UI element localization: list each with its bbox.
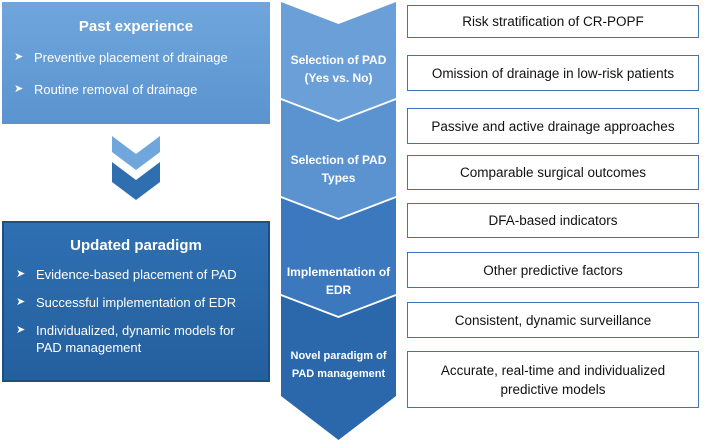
- updated-item-label: Successful implementation of EDR: [36, 295, 237, 310]
- updated-item: ➤ Evidence-based placement of PAD: [14, 266, 258, 283]
- outcome-box: Omission of drainage in low-risk patient…: [407, 55, 699, 91]
- updated-item: ➤ Individualized, dynamic models for PAD…: [14, 322, 258, 356]
- arrow-bullet-icon: ➤: [14, 83, 24, 95]
- arrow-bullet-icon: ➤: [16, 296, 26, 308]
- step-selection-of-pad-types: Selection of PAD Types: [281, 100, 396, 218]
- past-item-label: Preventive placement of drainage: [34, 50, 228, 65]
- updated-item-label: Individualized, dynamic models for PAD m…: [36, 323, 235, 355]
- step-novel-paradigm: Novel paradigm of PAD management: [281, 296, 396, 440]
- updated-paradigm-panel: Updated paradigm ➤ Evidence-based placem…: [2, 221, 270, 382]
- outcome-box: Accurate, real-time and individualized p…: [407, 351, 699, 408]
- past-experience-list: ➤ Preventive placement of drainage ➤ Rou…: [12, 49, 260, 98]
- updated-item-label: Evidence-based placement of PAD: [36, 267, 237, 282]
- past-item-label: Routine removal of drainage: [34, 82, 198, 97]
- step-chevron-shape: [281, 198, 396, 316]
- step-label: Selection of PAD Types: [290, 153, 387, 185]
- arrow-bullet-icon: ➤: [16, 324, 26, 336]
- past-item: ➤ Routine removal of drainage: [12, 81, 260, 98]
- outcome-box: Comparable surgical outcomes: [407, 155, 699, 190]
- arrow-bullet-icon: ➤: [14, 51, 24, 63]
- step-selection-of-pad: Selection of PAD (Yes vs. No): [281, 2, 396, 120]
- outcome-box: Other predictive factors: [407, 252, 699, 288]
- updated-paradigm-title: Updated paradigm: [70, 237, 202, 254]
- past-item: ➤ Preventive placement of drainage: [12, 49, 260, 66]
- step-implementation-of-edr: Implementation of EDR: [281, 198, 396, 316]
- updated-item: ➤ Successful implementation of EDR: [14, 294, 258, 311]
- step-label: Novel paradigm of PAD management: [290, 350, 387, 380]
- outcome-box: Consistent, dynamic surveillance: [407, 302, 699, 338]
- arrow-bullet-icon: ➤: [16, 268, 26, 280]
- outcome-box: Passive and active drainage approaches: [407, 108, 699, 144]
- step-label: Implementation of EDR: [286, 265, 391, 297]
- step-label: Selection of PAD (Yes vs. No): [290, 53, 387, 85]
- step-chevron-shape: [281, 100, 396, 218]
- updated-paradigm-list: ➤ Evidence-based placement of PAD ➤ Succ…: [14, 266, 258, 356]
- outcome-box: DFA-based indicators: [407, 203, 699, 238]
- past-experience-title: Past experience: [78, 18, 194, 35]
- past-experience-panel: Past experience ➤ Preventive placement o…: [2, 2, 270, 124]
- double-chevron-down-icon: [112, 136, 160, 200]
- step-chevron-shape: [281, 296, 396, 440]
- outcome-box: Risk stratification of CR-POPF: [407, 5, 699, 38]
- step-chevron-shape: [281, 2, 396, 120]
